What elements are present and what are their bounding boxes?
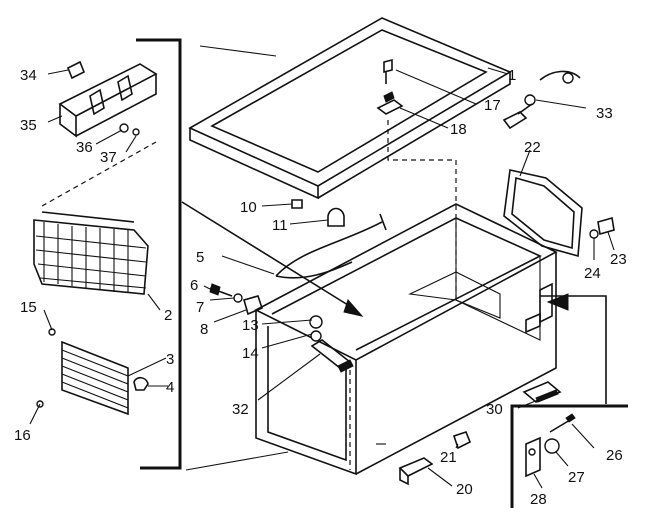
callout-36: 36	[76, 139, 93, 156]
access-plate	[503, 169, 615, 258]
callout-33: 33	[596, 105, 613, 122]
drain-parts	[309, 315, 354, 373]
callout-5: 5	[196, 249, 204, 266]
callout-34: 34	[20, 67, 37, 84]
callout-32: 32	[232, 401, 249, 418]
cabinet	[254, 203, 558, 476]
callout-14: 14	[242, 345, 259, 362]
callout-10: 10	[240, 199, 257, 216]
callout-22: 22	[524, 139, 541, 156]
callout-8: 8	[200, 321, 208, 338]
callout-6: 6	[190, 277, 198, 294]
callout-37: 37	[100, 149, 117, 166]
hinge-parts	[525, 413, 576, 478]
harness	[502, 70, 581, 130]
callout-16: 16	[14, 427, 31, 444]
left-bracket	[136, 38, 182, 470]
latch-parts	[376, 431, 472, 486]
switch-parts	[291, 199, 345, 227]
callout-17: 17	[484, 97, 501, 114]
callout-28: 28	[530, 491, 547, 508]
callout-30: 30	[486, 401, 503, 418]
bracket-part	[522, 381, 562, 403]
callout-labels: 1 2 3 4 5 6 7 8 10 11 13 14 15 16 17 18 …	[14, 67, 627, 508]
thermostat-parts	[209, 283, 263, 316]
callout-35: 35	[20, 117, 37, 134]
callout-26: 26	[606, 447, 623, 464]
callout-1: 1	[508, 67, 516, 84]
callout-7: 7	[196, 299, 204, 316]
callout-15: 15	[20, 299, 37, 316]
callout-13: 13	[242, 317, 259, 334]
callout-20: 20	[456, 481, 473, 498]
basket	[33, 211, 149, 295]
callout-21: 21	[440, 449, 457, 466]
callout-18: 18	[450, 121, 467, 138]
wiring	[275, 213, 387, 279]
cabinet-arrow	[181, 201, 364, 317]
divider-panel	[36, 328, 149, 416]
leader-lines	[29, 67, 615, 489]
callout-24: 24	[584, 265, 601, 282]
callout-27: 27	[568, 469, 585, 486]
floor-lines	[185, 451, 289, 471]
lid	[188, 17, 512, 200]
right-bracket	[510, 293, 628, 508]
lid-hinge-parts	[376, 58, 457, 300]
callout-3: 3	[166, 351, 174, 368]
callout-2: 2	[164, 307, 172, 324]
callout-11: 11	[272, 217, 288, 234]
callout-23: 23	[610, 251, 627, 268]
divider-bracket	[41, 60, 158, 207]
callout-4: 4	[166, 379, 174, 396]
